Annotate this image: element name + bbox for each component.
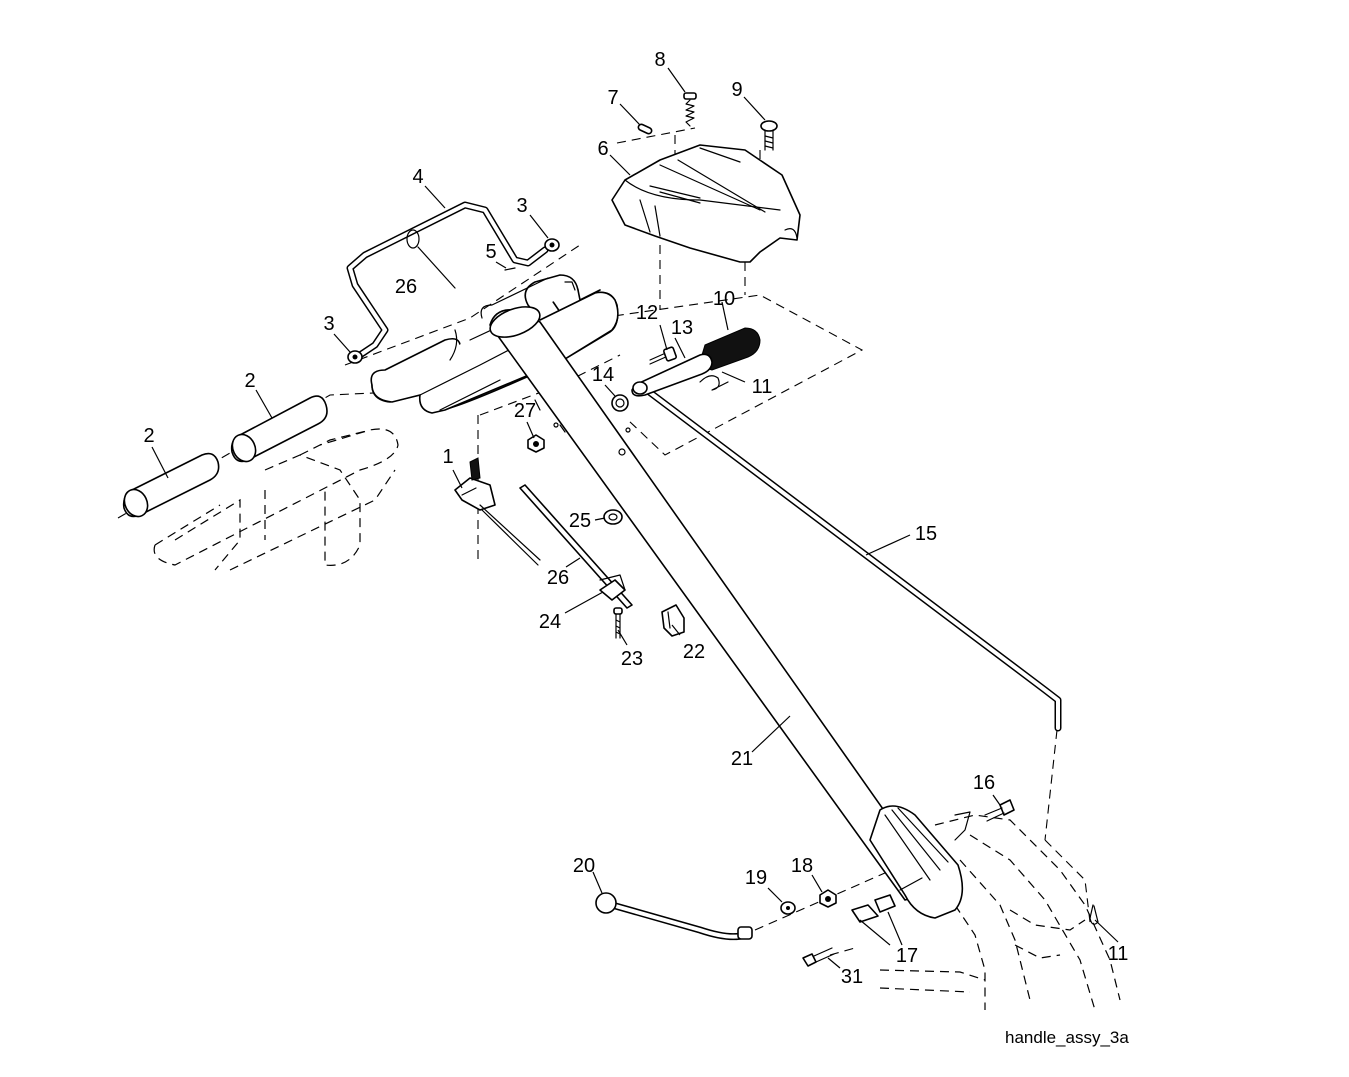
callout-13: 13 — [671, 317, 693, 339]
part-2-grip-lower — [122, 452, 220, 518]
callout-16: 16 — [973, 772, 995, 794]
callout-2-upper: 2 — [244, 370, 255, 392]
phantom-tine-housing — [879, 814, 1121, 1011]
callout-2-lower: 2 — [143, 425, 154, 447]
part-17-block-a — [851, 904, 879, 923]
callout-3-left: 3 — [323, 313, 334, 335]
part-17-block-b — [874, 894, 896, 913]
part-5-pin — [504, 267, 516, 271]
callout-26-lower: 26 — [547, 567, 569, 589]
callout-1: 1 — [442, 446, 453, 468]
part-14-spacer — [611, 394, 629, 412]
part-23-screw — [613, 607, 623, 639]
callout-20: 20 — [573, 855, 595, 877]
leader-lines — [151, 67, 1119, 969]
part-8-screw — [683, 92, 697, 127]
callout-18: 18 — [791, 855, 813, 877]
callout-7: 7 — [607, 87, 618, 109]
callout-11-upper: 11 — [752, 376, 773, 398]
part-4-bail-wire — [346, 201, 549, 359]
callout-27: 27 — [514, 400, 536, 422]
part-22-clip — [661, 604, 685, 637]
part-9-bolt — [760, 120, 778, 151]
part-16-bolt — [984, 799, 1015, 822]
part-11-clip-upper — [699, 375, 729, 391]
callout-11-lower: 11 — [1108, 943, 1129, 965]
alignment-lines — [117, 127, 1091, 956]
callout-10: 10 — [713, 288, 735, 310]
callout-24: 24 — [539, 611, 561, 633]
part-11-clip-lower — [1089, 904, 1099, 925]
callout-5: 5 — [485, 241, 496, 263]
part-7-pin — [637, 123, 653, 135]
part-21-handle-tube — [489, 306, 941, 901]
part-24-bracket — [599, 579, 626, 601]
callout-19: 19 — [745, 867, 767, 889]
part-12-bolt — [649, 346, 677, 365]
handle-lower-bracket — [869, 805, 971, 919]
callout-labels: 1 2 2 3 3 4 5 6 7 8 9 10 11 11 12 13 14 … — [143, 49, 1128, 988]
part-18-nut — [819, 889, 837, 908]
part-20-shift-lever — [595, 892, 753, 941]
part-19-washer — [780, 901, 796, 915]
part-25-nut — [603, 509, 623, 525]
part-6-console-cover — [611, 144, 801, 263]
callout-17: 17 — [896, 945, 918, 967]
callout-6: 6 — [597, 138, 608, 160]
part-13-lever — [631, 353, 713, 397]
callout-21: 21 — [731, 748, 753, 770]
callout-3-right: 3 — [516, 195, 527, 217]
part-15-rod — [636, 381, 1062, 732]
callout-25: 25 — [569, 510, 591, 532]
part-27-nut — [527, 434, 545, 453]
part-1-control-bracket — [454, 457, 541, 566]
part-26-cable — [519, 484, 633, 609]
phantom-handle-frame — [153, 428, 399, 571]
part-3-washer-right — [544, 238, 560, 252]
part-31-bolt — [802, 947, 835, 967]
callout-15: 15 — [915, 523, 937, 545]
callout-9: 9 — [731, 79, 742, 101]
callout-31: 31 — [841, 966, 863, 988]
callout-12: 12 — [636, 302, 658, 324]
callout-4: 4 — [412, 166, 423, 188]
part-2-grip-upper — [230, 395, 328, 463]
diagram-caption: handle_assy_3a — [1005, 1028, 1129, 1047]
part-3-washer-left — [347, 350, 363, 364]
part-26-spring — [417, 246, 456, 289]
callout-26-upper: 26 — [395, 276, 417, 298]
callout-22: 22 — [683, 641, 705, 663]
callout-8: 8 — [654, 49, 665, 71]
callout-23: 23 — [621, 648, 643, 670]
callout-14: 14 — [592, 364, 614, 386]
